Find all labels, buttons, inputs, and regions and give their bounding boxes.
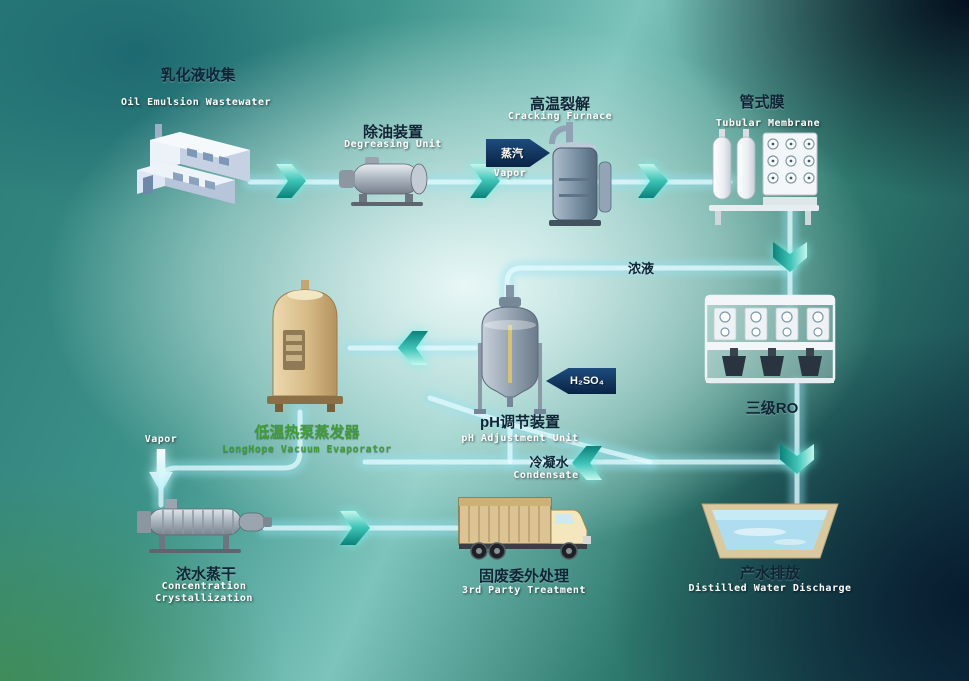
steam-label-en: Vapor (493, 168, 527, 179)
discharge-label-zh: 产水排放 (739, 565, 801, 582)
evaporator-graphic (267, 280, 343, 412)
pool-graphic (701, 503, 839, 559)
ph-label-en: pH Adjustment Unit (461, 433, 579, 444)
truck-node (455, 492, 595, 567)
third-party-label-zh: 固废委外处理 (478, 568, 570, 585)
ro-skid-node (700, 290, 840, 400)
discharge-label-en: Distilled Water Discharge (688, 583, 852, 594)
factory-graphic (137, 124, 250, 204)
collection-label-zh: 乳化液收集 (160, 67, 236, 84)
condensate-label-zh: 冷凝水 (529, 455, 569, 470)
crystallization-label-en2: Crystallization (155, 593, 253, 604)
flow-chevron-icon (398, 331, 428, 365)
membrane-label-zh: 管式膜 (739, 94, 785, 111)
oil-emulsion-collection-node (125, 112, 265, 217)
vapor-out-label: Vapor (144, 434, 178, 445)
crystallizer-node (135, 495, 275, 565)
flow-chevron-icon (340, 511, 370, 545)
degreasing-label-zh: 除油装置 (362, 124, 424, 141)
tubular-membrane-node (705, 125, 825, 235)
acid-arrow: H₂SO₄ (546, 368, 616, 394)
concentrate-label: 浓液 (627, 261, 655, 276)
vacuum-evaporator-node (255, 278, 355, 423)
cracking-label-en: Cracking Furnace (507, 111, 613, 122)
degreasing-label-en: Degreasing Unit (344, 139, 442, 150)
evaporator-label-zh: 低温热泵蒸发器 (254, 424, 360, 441)
acid-label: H₂SO₄ (570, 375, 604, 387)
furnace-graphic (549, 122, 612, 226)
ph-label-zh: pH调节装置 (480, 414, 560, 431)
cracking-furnace-node (525, 118, 625, 235)
crystallization-label-en1: Concentration (161, 581, 247, 592)
ph-reactor-node (470, 285, 550, 425)
membrane-graphic (709, 129, 819, 225)
cracking-label-zh: 高温裂解 (529, 96, 591, 113)
condensate-label-en: Condensate (513, 470, 579, 481)
reactor-graphic (474, 285, 546, 414)
third-party-label-en: 3rd Party Treatment (462, 585, 586, 596)
flow-chevron-icon (780, 444, 814, 474)
membrane-label-en: Tubular Membrane (715, 118, 821, 129)
flow-chevron-icon (638, 164, 668, 198)
degreasing-unit-node (335, 150, 445, 215)
crystallization-label-zh: 浓水蒸干 (175, 566, 237, 583)
evaporator-label-en: LongHope Vacuum Evaporator (222, 444, 392, 455)
vapor-down-arrow-icon (149, 449, 173, 493)
flow-chevron-icon (276, 164, 306, 198)
collection-label-en: Oil Emulsion Wastewater (121, 97, 271, 108)
steam-label: 蒸汽 (501, 148, 523, 160)
degreasing-graphic (339, 157, 428, 206)
ro-label-zh: 三级RO (745, 400, 799, 417)
ro-graphic (704, 294, 836, 384)
truck-graphic (458, 497, 591, 560)
flow-chevron-icon (773, 242, 807, 272)
flow-chevron-icon (470, 164, 500, 198)
discharge-pool-node (700, 498, 840, 568)
crystallizer-graphic (137, 499, 272, 553)
